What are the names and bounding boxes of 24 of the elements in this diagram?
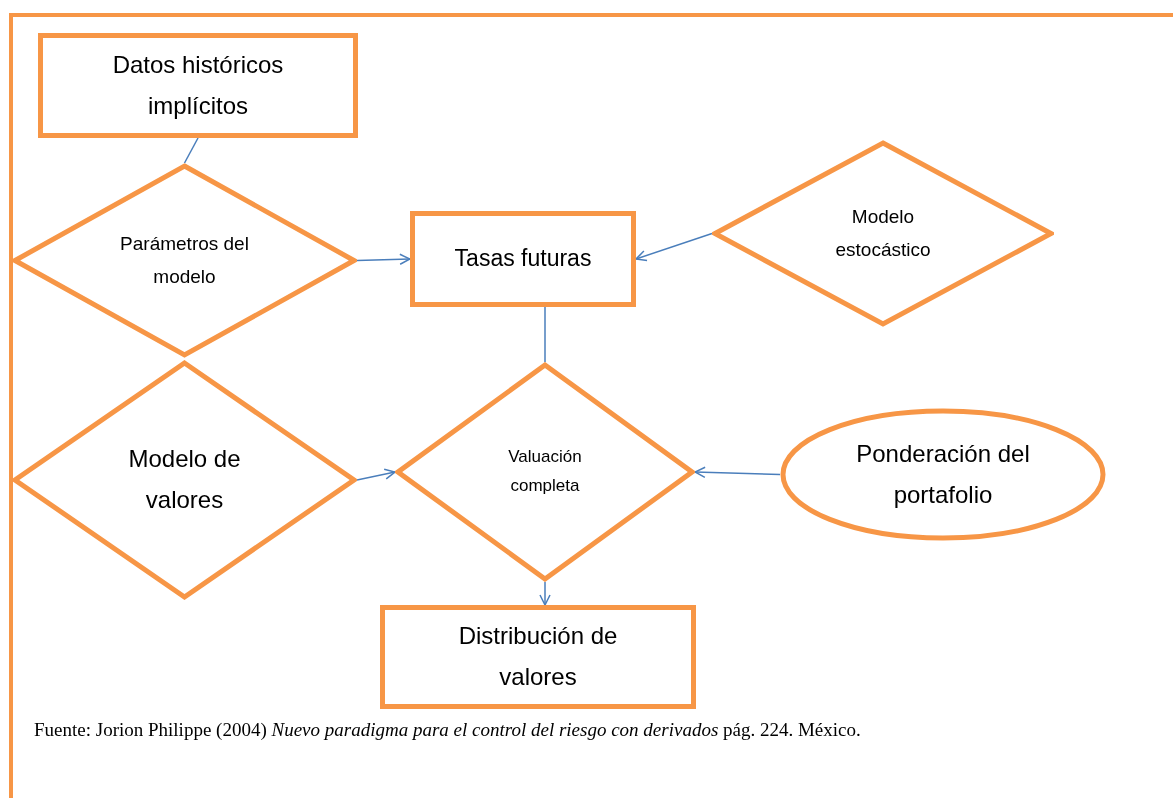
node-label: Modelo de valores	[127, 444, 242, 515]
process-box	[380, 605, 696, 709]
node-label: Ponderación del portafolio	[855, 438, 1031, 510]
connector-line	[544, 306, 546, 363]
decision-diamond	[712, 140, 1054, 327]
decision-diamond	[12, 360, 357, 600]
node-label: Datos históricos implícitos	[111, 49, 285, 121]
node-label: Parámetros del modelo	[119, 232, 250, 289]
node-label: Distribución de valores	[457, 621, 619, 692]
arrow	[539, 581, 551, 606]
node-label: Tasas futuras	[454, 244, 592, 274]
source-caption: Fuente: Jorion Philippe (2004) Nuevo paradigma para el control del riesgo con derivados pág. 224. México.	[34, 718, 862, 742]
arrow	[356, 468, 396, 481]
node-label: Valuación completa	[507, 446, 583, 497]
connector-line	[183, 137, 199, 164]
decision-diamond	[12, 163, 357, 358]
decision-diamond	[395, 362, 695, 582]
node-label: Modelo estocástico	[834, 205, 932, 262]
process-box	[410, 211, 636, 307]
process-box	[38, 33, 358, 138]
arrow	[694, 466, 781, 479]
arrow	[635, 232, 713, 262]
ellipse-node	[780, 408, 1106, 541]
arrow	[356, 253, 411, 266]
